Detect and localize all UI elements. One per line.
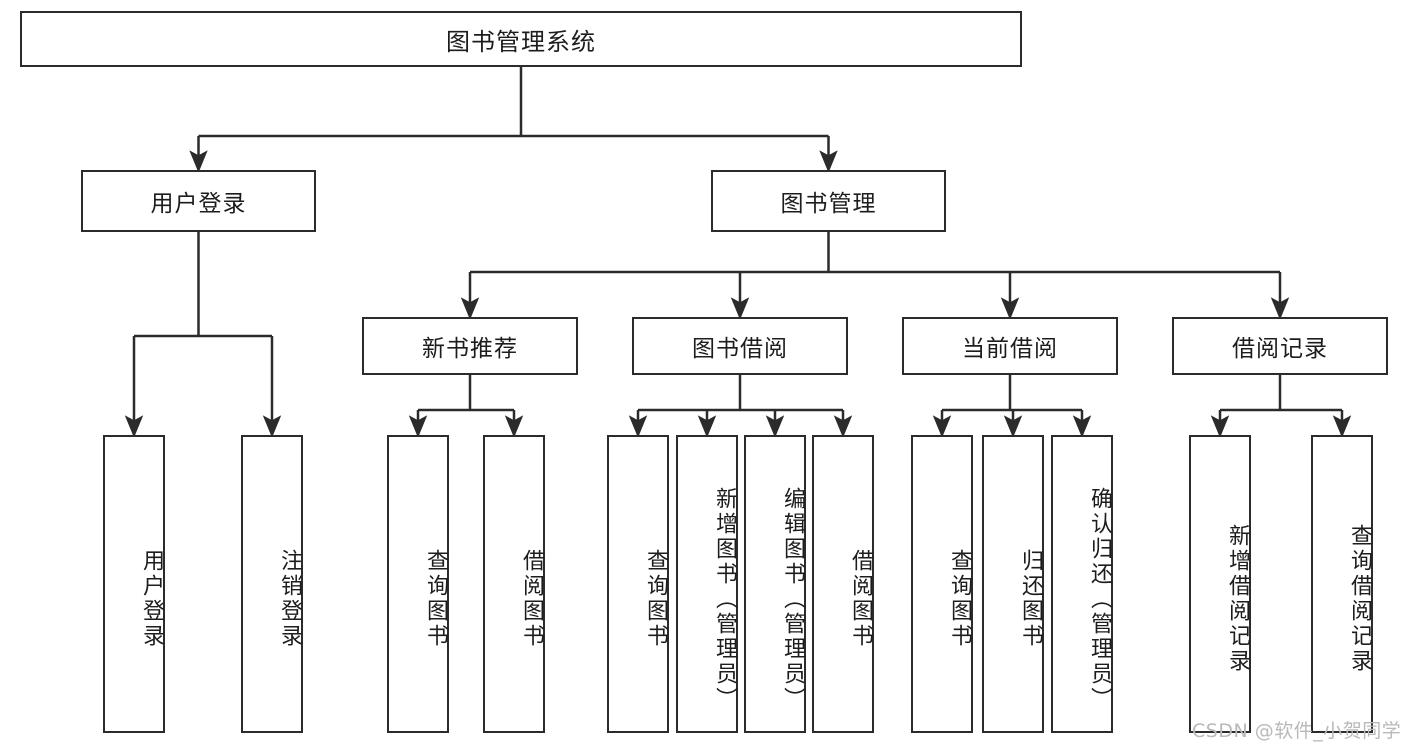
node-label: 编辑图书（管理员） — [780, 486, 805, 712]
node-current-borrow[interactable]: 当前借阅 — [902, 317, 1118, 375]
node-label: 查询图书 — [643, 549, 668, 649]
node-label: 查询借阅记录 — [1347, 524, 1372, 674]
node-label: 确认归还（管理员） — [1087, 486, 1112, 712]
leaf-edit-book-admin[interactable]: 编辑图书（管理员） — [744, 435, 806, 733]
leaf-borrow-book[interactable]: 借阅图书 — [812, 435, 874, 733]
node-book-borrow[interactable]: 图书借阅 — [632, 317, 848, 375]
node-book-management-module[interactable]: 图书管理 — [711, 170, 946, 232]
node-label: 归还图书 — [1018, 549, 1043, 649]
leaf-query-book-recommend[interactable]: 查询图书 — [387, 435, 449, 733]
leaf-query-book-borrow[interactable]: 查询图书 — [607, 435, 669, 733]
node-label: 图书管理系统 — [446, 27, 596, 56]
node-label: 查询图书 — [947, 549, 972, 649]
node-label: 图书借阅 — [692, 336, 788, 362]
node-label: 新书推荐 — [422, 336, 518, 362]
node-label: 借阅图书 — [848, 549, 873, 649]
leaf-borrow-book-recommend[interactable]: 借阅图书 — [483, 435, 545, 733]
leaf-query-book-current[interactable]: 查询图书 — [911, 435, 973, 733]
node-label: 用户登录 — [139, 549, 164, 649]
node-borrow-record[interactable]: 借阅记录 — [1172, 317, 1388, 375]
leaf-confirm-return-admin[interactable]: 确认归还（管理员） — [1051, 435, 1113, 733]
node-new-book-recommend[interactable]: 新书推荐 — [362, 317, 578, 375]
node-label: 借阅记录 — [1232, 336, 1328, 362]
node-label: 新增图书（管理员） — [712, 486, 737, 712]
leaf-add-book-admin[interactable]: 新增图书（管理员） — [676, 435, 738, 733]
node-root[interactable]: 图书管理系统 — [20, 11, 1022, 67]
node-label: 用户登录 — [150, 191, 247, 217]
leaf-user-login[interactable]: 用户登录 — [103, 435, 165, 733]
leaf-return-book[interactable]: 归还图书 — [982, 435, 1044, 733]
node-user-login-module[interactable]: 用户登录 — [81, 170, 316, 232]
node-label: 图书管理 — [780, 191, 877, 217]
leaf-logout[interactable]: 注销登录 — [241, 435, 303, 733]
leaf-query-borrow-record[interactable]: 查询借阅记录 — [1311, 435, 1373, 733]
node-label: 借阅图书 — [519, 549, 544, 649]
node-label: 注销登录 — [277, 549, 302, 649]
node-label: 新增借阅记录 — [1225, 524, 1250, 674]
node-label: 查询图书 — [423, 549, 448, 649]
leaf-add-borrow-record[interactable]: 新增借阅记录 — [1189, 435, 1251, 733]
node-label: 当前借阅 — [962, 336, 1058, 362]
watermark: CSDN @软件_小贺同学 — [1192, 720, 1402, 742]
